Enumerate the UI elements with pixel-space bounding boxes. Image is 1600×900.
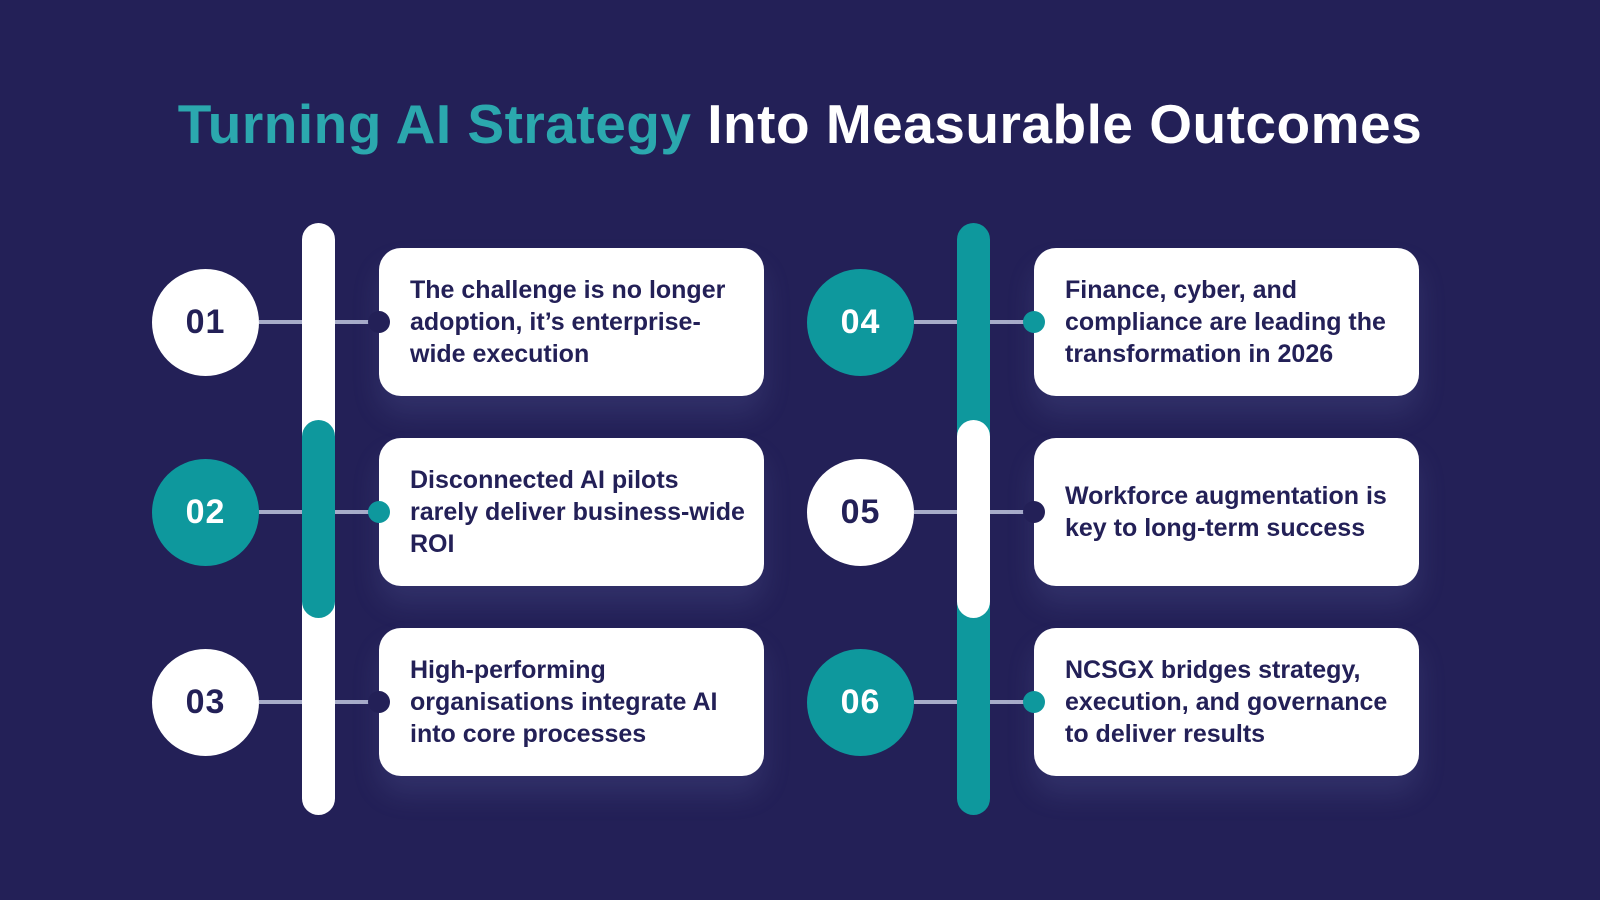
- step-card: High-performing organisations integrate …: [368, 628, 764, 776]
- timeline-column-left: 01 The challenge is no longer adoption, …: [152, 223, 764, 815]
- connector-dot: [368, 691, 390, 713]
- step-number: 01: [185, 302, 226, 341]
- step-text: Finance, cyber, and compliance are leadi…: [1065, 276, 1386, 368]
- step-card: Finance, cyber, and compliance are leadi…: [1023, 248, 1419, 396]
- step-text: The challenge is no longer adoption, it’…: [410, 276, 726, 368]
- connector-dot: [1023, 311, 1045, 333]
- timeline-bar: [957, 223, 990, 815]
- step-text: NCSGX bridges strategy, execution, and g…: [1065, 656, 1388, 748]
- step-number: 03: [185, 682, 226, 721]
- step-number-badge: 04: [807, 268, 914, 376]
- timeline-bar: [302, 223, 335, 815]
- step-number: 02: [185, 492, 226, 531]
- step-number-badge: 03: [152, 648, 259, 756]
- timeline-bar-segment: [302, 420, 335, 618]
- timeline-column-right: 04 Finance, cyber, and compliance are le…: [807, 223, 1419, 815]
- step-card: The challenge is no longer adoption, it’…: [368, 248, 764, 396]
- page-title-rest: Into Measurable Outcomes: [691, 93, 1423, 155]
- step-number-badge: 02: [152, 458, 259, 566]
- step-number: 04: [840, 302, 881, 341]
- step-number: 06: [840, 682, 881, 721]
- page-title-highlight: Turning AI Strategy: [177, 93, 692, 155]
- step-card: Workforce augmentation is key to long-te…: [1023, 438, 1419, 586]
- step-card: NCSGX bridges strategy, execution, and g…: [1023, 628, 1419, 776]
- step-number-badge: 01: [152, 268, 259, 376]
- timeline-item: 03 High-performing organisations integra…: [152, 607, 764, 797]
- page-title: Turning AI Strategy Into Measurable Outc…: [0, 90, 1600, 158]
- step-number: 05: [840, 492, 881, 531]
- step-number-badge: 05: [807, 458, 914, 566]
- step-card: Disconnected AI pilots rarely deliver bu…: [368, 438, 764, 586]
- step-number-badge: 06: [807, 648, 914, 756]
- connector-dot: [368, 501, 390, 523]
- connector-dot: [1023, 501, 1045, 523]
- timeline-item: 01 The challenge is no longer adoption, …: [152, 227, 764, 417]
- timeline-bar-segment: [957, 420, 990, 618]
- timeline-item: 06 NCSGX bridges strategy, execution, an…: [807, 607, 1419, 797]
- step-text: Workforce augmentation is key to long-te…: [1065, 482, 1387, 542]
- timeline-item: 05 Workforce augmentation is key to long…: [807, 417, 1419, 607]
- connector-dot: [1023, 691, 1045, 713]
- timeline-item: 04 Finance, cyber, and compliance are le…: [807, 227, 1419, 417]
- connector-dot: [368, 311, 390, 333]
- step-text: High-performing organisations integrate …: [410, 656, 718, 748]
- timeline-item: 02 Disconnected AI pilots rarely deliver…: [152, 417, 764, 607]
- step-text: Disconnected AI pilots rarely deliver bu…: [410, 466, 745, 558]
